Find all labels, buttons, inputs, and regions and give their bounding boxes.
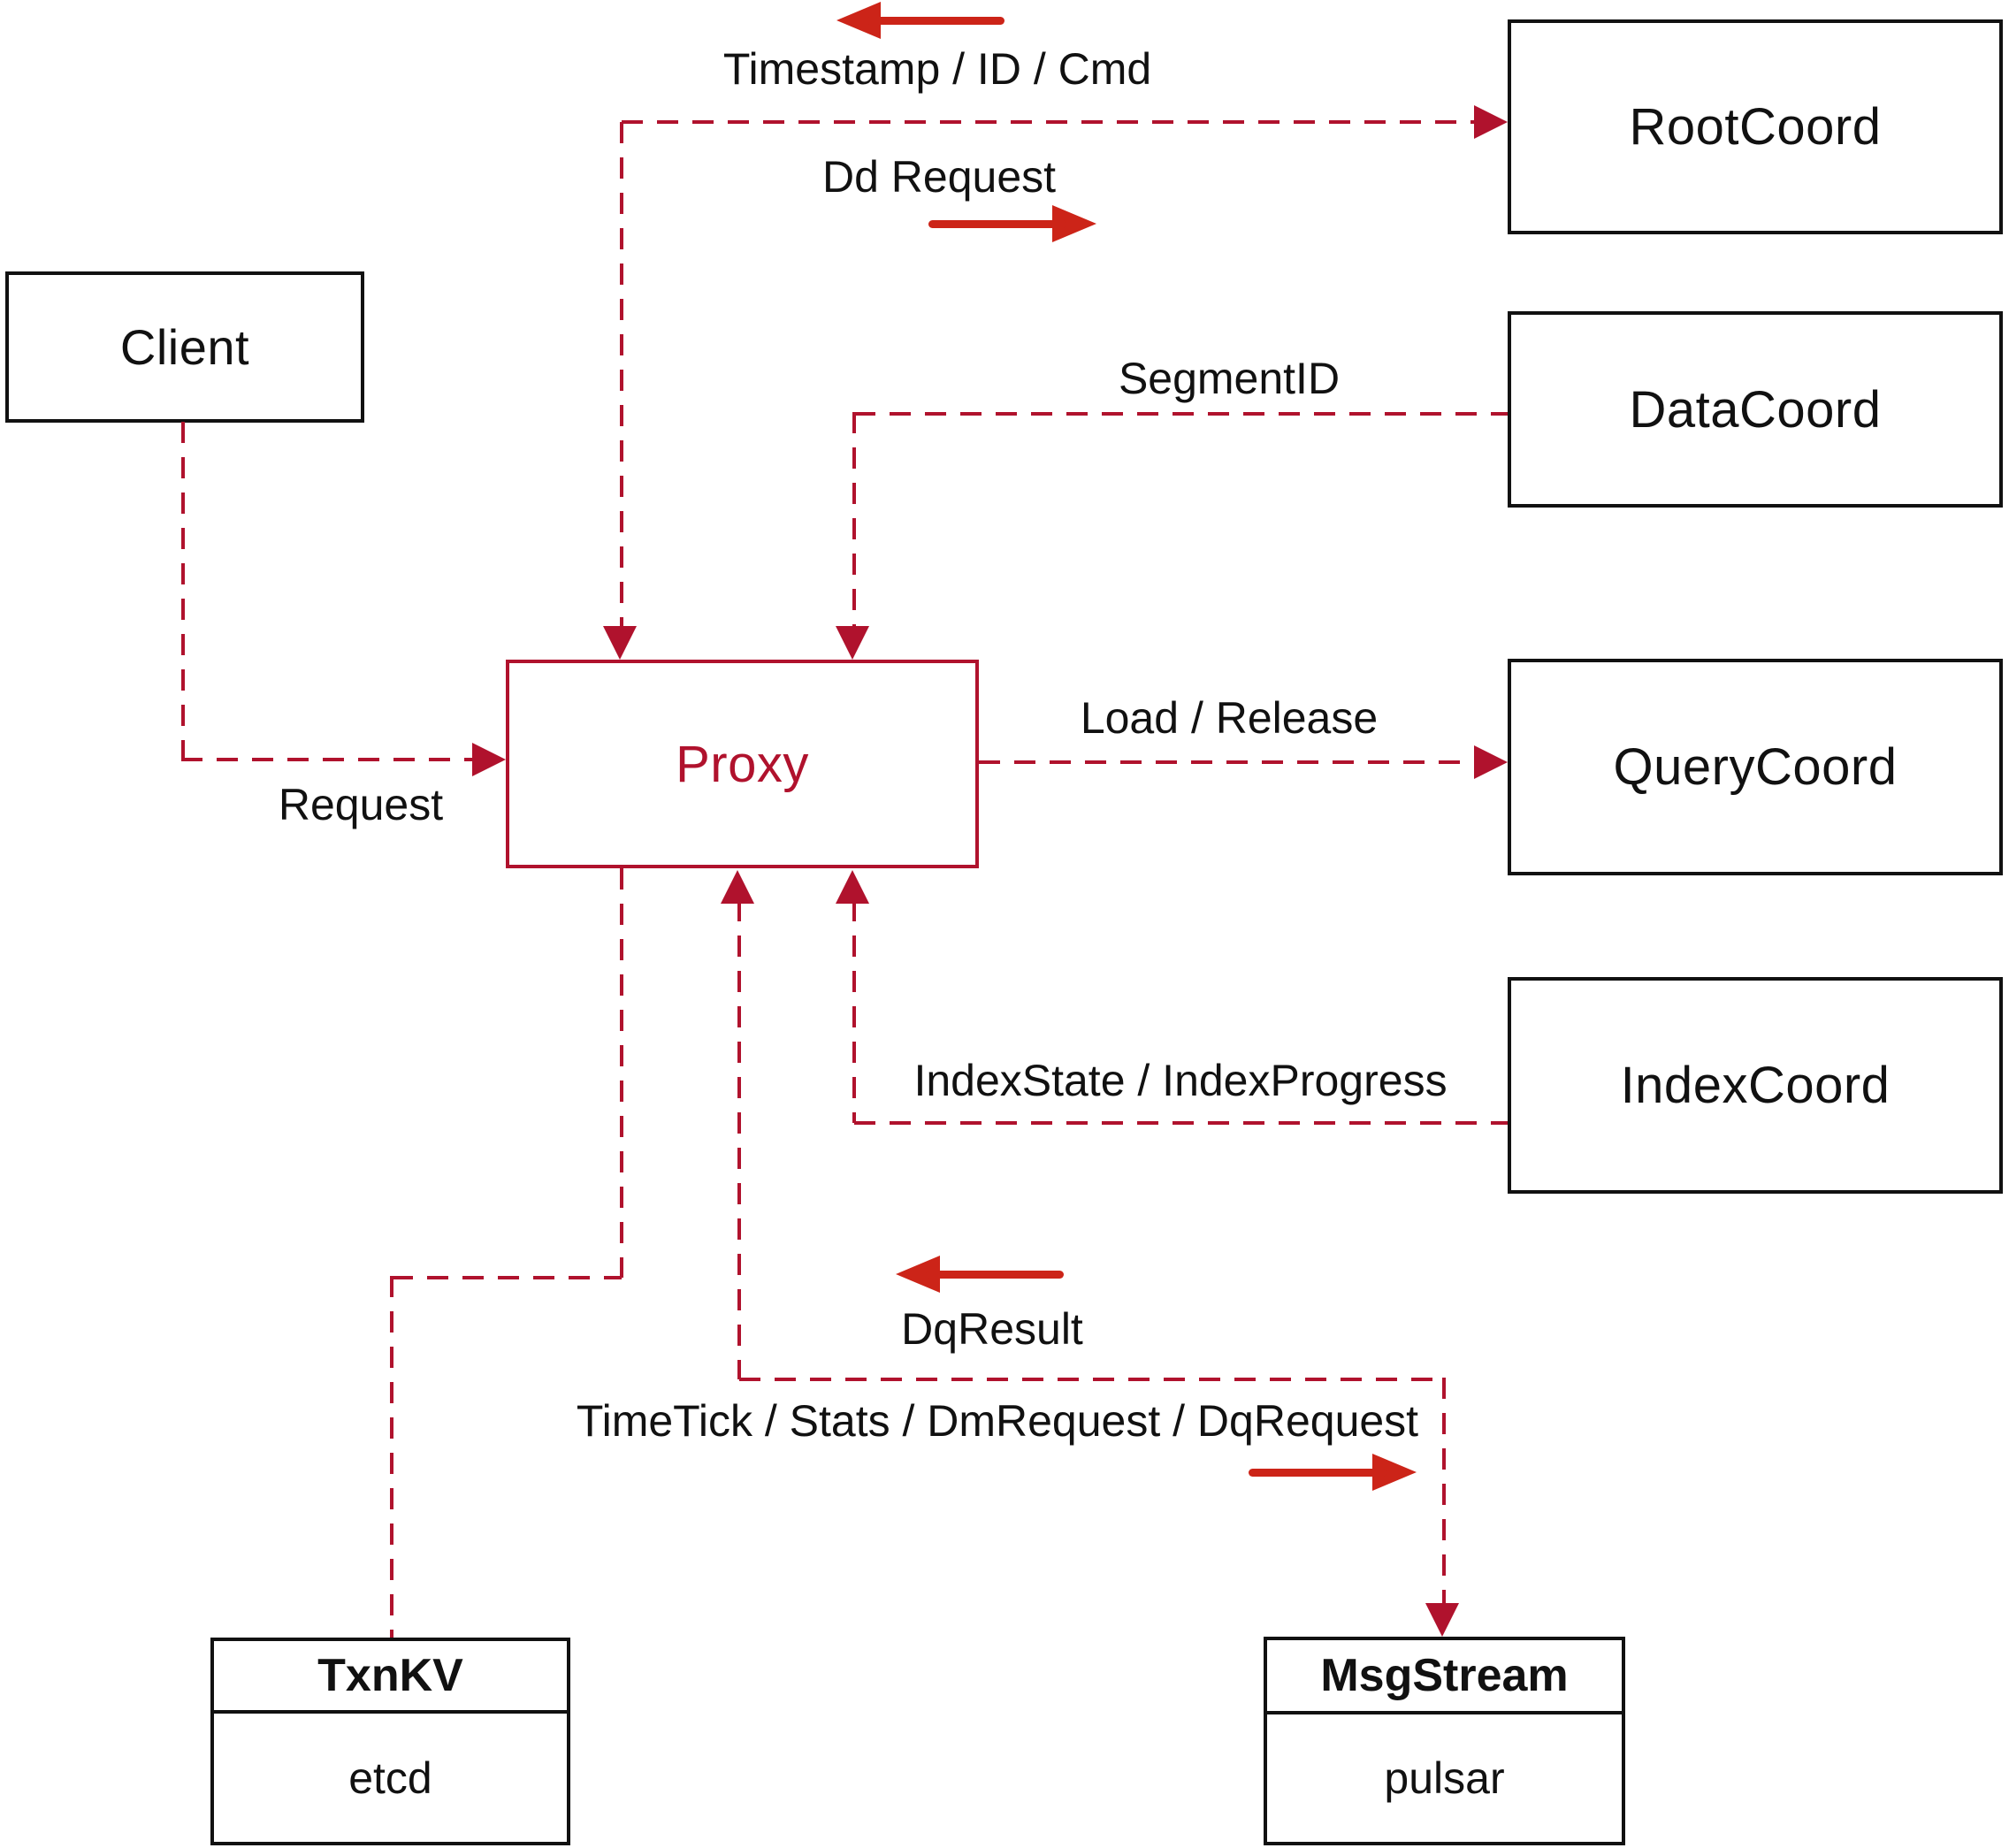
node-txnkv: TxnKV etcd	[210, 1638, 570, 1845]
edge-label-request: Request	[278, 780, 444, 829]
edge-label-timetick: TimeTick / Stats / DmRequest / DqRequest	[576, 1396, 1419, 1446]
edge-segmentid-arrowhead-into-proxy-icon	[836, 626, 869, 660]
edge-indexstate-arrowhead-into-proxy-icon	[836, 870, 869, 904]
edge-loadrelease-arrowhead-into-querycoord-icon	[1474, 745, 1508, 779]
edge-request-hline	[181, 758, 473, 761]
node-client-label: Client	[119, 319, 250, 375]
timestamp-direction-left-arrow-icon	[836, 2, 1004, 39]
ddrequest-direction-right-arrow-icon	[928, 205, 1096, 242]
edge-txnkv-hline	[392, 1276, 622, 1279]
node-msgstream-subtitle: pulsar	[1384, 1753, 1505, 1803]
edge-timestamp-hline	[622, 120, 1476, 124]
node-proxy-label: Proxy	[676, 735, 809, 793]
node-txnkv-subtitle: etcd	[348, 1753, 432, 1803]
edge-indexstate-hline	[854, 1121, 1508, 1125]
edge-label-timestamp: Timestamp / ID / Cmd	[722, 44, 1152, 94]
node-txnkv-title: TxnKV	[214, 1641, 567, 1714]
edge-timetick-hline	[739, 1378, 1446, 1381]
node-querycoord: QueryCoord	[1508, 659, 2003, 875]
node-rootcoord: RootCoord	[1508, 19, 2003, 234]
edge-request-vline	[181, 422, 185, 760]
arrow-bar	[1249, 1469, 1386, 1477]
edge-dqresult-arrowhead-into-proxy-icon	[721, 870, 754, 904]
edge-timetick-vline-proxy	[737, 900, 741, 1379]
edge-txnkv-vline-proxy	[620, 868, 623, 1278]
node-proxy: Proxy	[506, 660, 979, 868]
edge-request-arrowhead-into-proxy-icon	[472, 743, 506, 776]
edge-label-dd-request: Dd Request	[821, 152, 1057, 202]
node-client: Client	[5, 271, 364, 423]
arrow-bar	[926, 1271, 1064, 1279]
node-datacoord: DataCoord	[1508, 311, 2003, 508]
edge-label-dqresult: DqResult	[901, 1304, 1083, 1354]
edge-timestamp-arrowhead-into-rootcoord-icon	[1474, 105, 1508, 139]
edge-timetick-vline-msgstream	[1442, 1378, 1446, 1604]
edge-segmentid-vline	[852, 412, 856, 628]
node-msgstream: MsgStream pulsar	[1264, 1637, 1625, 1845]
timetick-direction-right-arrow-icon	[1249, 1454, 1417, 1491]
node-indexcoord-label: IndexCoord	[1620, 1057, 1891, 1114]
arrow-bar	[928, 220, 1066, 228]
node-querycoord-label: QueryCoord	[1613, 738, 1898, 796]
node-datacoord-label: DataCoord	[1629, 380, 1882, 439]
edge-segmentid-hline	[854, 412, 1508, 416]
edge-timestamp-vline	[620, 122, 623, 628]
edge-label-load-release: Load / Release	[1080, 693, 1379, 743]
edge-loadrelease-hline	[979, 760, 1476, 764]
edge-timetick-arrowhead-into-msgstream-icon	[1425, 1603, 1459, 1637]
arrow-bar	[867, 17, 1004, 25]
edge-label-segmentid: SegmentID	[1118, 354, 1341, 403]
node-msgstream-title: MsgStream	[1267, 1640, 1622, 1714]
dqresult-direction-left-arrow-icon	[896, 1256, 1064, 1293]
edge-txnkv-vline-box	[390, 1276, 393, 1638]
edge-label-indexstate: IndexState / IndexProgress	[913, 1056, 1448, 1105]
edge-indexstate-vline	[852, 900, 856, 1123]
node-indexcoord: IndexCoord	[1508, 977, 2003, 1194]
node-rootcoord-label: RootCoord	[1629, 98, 1882, 156]
edge-timestamp-arrowhead-into-proxy-icon	[603, 626, 637, 660]
